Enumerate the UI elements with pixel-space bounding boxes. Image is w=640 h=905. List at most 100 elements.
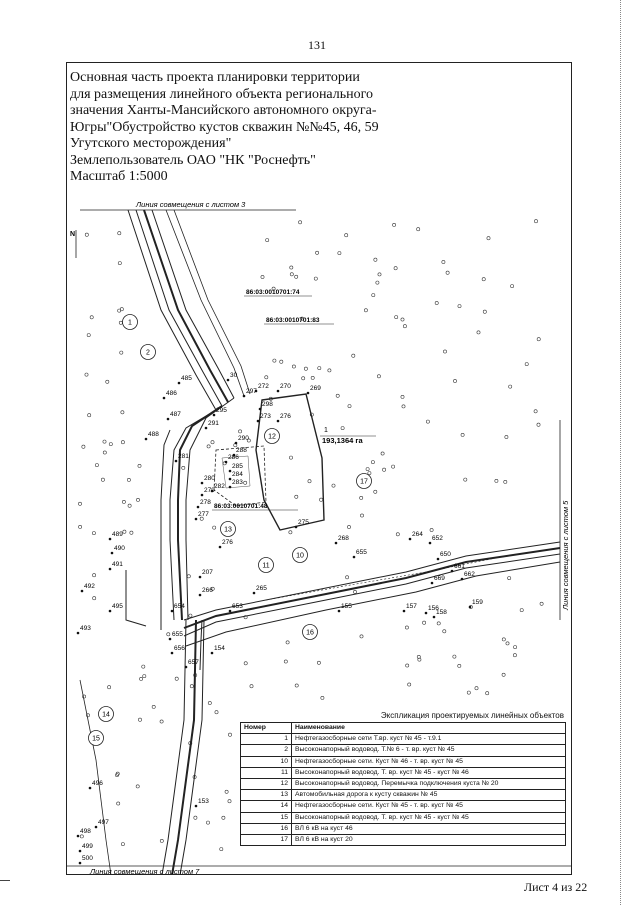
- forest-symbol: [301, 376, 306, 381]
- forest-symbol: [122, 499, 126, 504]
- survey-point: [108, 609, 112, 613]
- legend-row-name: Нефтегазосборные сети Т.вр. куст № 45 - …: [291, 733, 566, 746]
- object-marker-label: 16: [306, 630, 314, 637]
- forest-symbol: [120, 410, 125, 415]
- object-marker: [258, 557, 274, 573]
- forest-symbol: [294, 683, 299, 688]
- legend-row-number: 17: [240, 833, 292, 847]
- well-pad-hatch: [221, 455, 251, 489]
- scale-label: Масштаб 1:5000: [70, 169, 168, 184]
- survey-point: [218, 545, 222, 549]
- forest-symbol: [260, 275, 265, 279]
- forest-symbol: [129, 530, 134, 535]
- object-marker: [356, 473, 372, 489]
- forest-symbol: [416, 654, 421, 659]
- survey-point-label: 500: [82, 855, 93, 862]
- site-plan-map: Линия совмещения с листом 3 N: [66, 200, 572, 875]
- survey-point: [194, 804, 198, 808]
- survey-point-label: 493: [80, 625, 91, 632]
- forest-symbol: [504, 435, 509, 439]
- survey-point-label: 269: [310, 385, 321, 392]
- page-number: 131: [308, 38, 326, 52]
- survey-point: [210, 489, 214, 493]
- survey-point-label: 264: [412, 531, 423, 538]
- legend-row-number: 14: [240, 800, 292, 813]
- forest-symbol: [353, 589, 357, 594]
- survey-point-label: 498: [80, 828, 91, 835]
- survey-point: [436, 557, 440, 561]
- forest-symbol: [121, 842, 125, 847]
- object-marker: [292, 547, 308, 563]
- forest-symbol: [365, 467, 370, 472]
- forest-symbol: [503, 479, 508, 484]
- forest-symbol: [221, 815, 226, 820]
- survey-point: [430, 581, 434, 585]
- forest-symbol: [351, 353, 356, 358]
- survey-point: [228, 469, 232, 473]
- forest-symbol: [505, 641, 510, 646]
- survey-point: [402, 609, 406, 613]
- legend-row-name: Высоконапорный водовод. Т. вр. куст № 45…: [291, 811, 566, 824]
- forest-symbol: [265, 238, 270, 243]
- survey-point: [174, 459, 178, 463]
- legend-row-name: Высоконапорный водовод. Перемычка подклю…: [291, 777, 566, 791]
- forest-symbol: [127, 503, 132, 508]
- forest-symbol: [347, 404, 352, 409]
- survey-point-label: 485: [181, 375, 192, 382]
- forest-symbol: [285, 640, 290, 645]
- survey-point-label: 273: [260, 413, 271, 420]
- forest-symbol: [264, 375, 269, 380]
- survey-point: [210, 651, 214, 655]
- legend-row-number: 16: [240, 822, 292, 835]
- survey-point: [232, 453, 236, 457]
- forest-symbol: [404, 625, 409, 630]
- forest-symbol: [466, 690, 471, 695]
- forest-symbol: [380, 451, 385, 456]
- survey-point: [337, 609, 341, 613]
- forest-symbol: [210, 440, 215, 445]
- survey-point-label: 277: [198, 511, 209, 518]
- forest-symbol: [210, 586, 215, 591]
- forest-symbol: [138, 717, 142, 722]
- survey-point: [200, 493, 204, 497]
- object-marker-label: 2: [146, 350, 150, 357]
- forest-symbol: [513, 645, 518, 650]
- forest-symbol: [536, 337, 541, 342]
- survey-point: [168, 637, 172, 641]
- forest-symbol: [422, 620, 427, 625]
- survey-point-label: 499: [82, 843, 93, 850]
- survey-point: [184, 665, 188, 669]
- survey-point-label: 159: [472, 599, 483, 606]
- forest-symbol: [118, 320, 123, 325]
- survey-point: [108, 537, 112, 541]
- forest-symbol: [481, 277, 486, 282]
- survey-point: [234, 441, 238, 445]
- forest-symbol: [137, 463, 142, 468]
- survey-point-label: 669: [434, 575, 445, 582]
- forest-symbol: [227, 799, 232, 804]
- forest-symbol: [319, 497, 324, 502]
- object-marker-label: 11: [262, 563, 269, 570]
- forest-symbol: [81, 444, 86, 449]
- forest-symbol: [340, 426, 345, 431]
- survey-point: [166, 417, 170, 421]
- survey-point: [228, 485, 232, 489]
- forest-symbol: [453, 379, 457, 383]
- forest-symbol: [222, 461, 227, 466]
- forest-symbol: [92, 573, 97, 578]
- forest-symbol: [316, 660, 321, 665]
- forest-symbol: [512, 653, 517, 658]
- forest-symbol: [327, 368, 332, 373]
- match-line-right-label: Линия совмещения с листом 5: [561, 500, 570, 611]
- survey-point-label: 265: [256, 585, 267, 592]
- legend-row-name: Нефтегазосборные сети. Куст № 46 - т. вр…: [291, 755, 566, 768]
- forest-symbol: [539, 601, 544, 606]
- forest-symbol: [249, 684, 254, 689]
- forest-symbol: [463, 477, 468, 482]
- title-line: для размещения линейного объекта региона…: [70, 86, 374, 102]
- survey-point: [252, 591, 256, 595]
- forest-symbol: [219, 847, 224, 852]
- survey-point-label: 297: [246, 388, 257, 395]
